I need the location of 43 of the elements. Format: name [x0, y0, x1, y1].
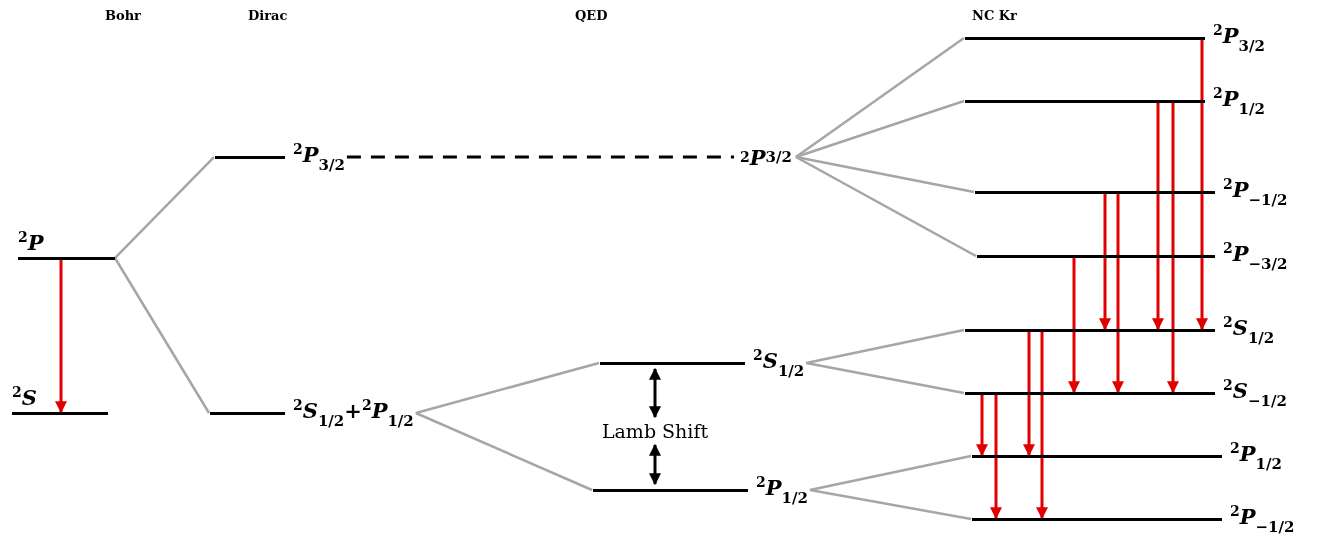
- column-heading: NC Kr: [972, 8, 1017, 23]
- double-arrow: [649, 367, 661, 419]
- connector-line: [114, 156, 215, 259]
- connector-line: [415, 411, 593, 492]
- connector-line: [415, 361, 600, 415]
- level-label: $^{2}$S$_{1/2}$: [753, 347, 805, 379]
- connector-line: [795, 155, 975, 194]
- transition-arrow: [1036, 331, 1048, 520]
- connector-line: [809, 488, 972, 521]
- transition-arrow: [55, 259, 67, 414]
- dashed-line: [346, 155, 734, 159]
- level-label: $^{2}$S$_{1/2}$: [1223, 314, 1275, 346]
- level-label: $^{2}$S$_{1/2}$+$^{2}$P$_{1/2}$: [293, 397, 414, 429]
- double-arrow: [649, 443, 661, 486]
- level-label: $^{2}$P: [18, 229, 44, 253]
- transition-arrow: [1152, 102, 1164, 331]
- level-label: $^{2}$P$_{1/2}$: [1213, 85, 1265, 117]
- level-label: $^{2}$P$_{−1/2}$: [1230, 503, 1295, 535]
- level-label: $^{2}$S$_{−1/2}$: [1223, 377, 1287, 409]
- connector-line: [809, 454, 972, 492]
- transition-arrow: [990, 394, 1002, 520]
- transition-arrow: [1099, 193, 1111, 331]
- transition-arrow: [1196, 39, 1208, 331]
- transition-arrow: [1023, 331, 1035, 457]
- level-label: $^{2}$P$_{−3/2}$: [1223, 240, 1288, 272]
- level-label: $^{2}$P$_{−1/2}$: [1223, 176, 1288, 208]
- level-label: $^{2}$P$_{1/2}$: [1230, 440, 1282, 472]
- connector-line: [795, 155, 977, 258]
- level-label: $^{2}$P$_{3/2}$: [293, 141, 345, 173]
- connector-line: [795, 99, 965, 159]
- level-label: $^{2}$P$_{3/2}$: [1213, 22, 1265, 54]
- transition-arrow: [1167, 102, 1179, 394]
- column-heading: Bohr: [105, 8, 141, 23]
- transition-arrow: [1112, 193, 1124, 394]
- connector-line: [113, 257, 211, 414]
- level-label: $^{2}$S: [12, 384, 37, 408]
- transition-arrow: [976, 394, 988, 457]
- transition-arrow: [1068, 257, 1080, 394]
- column-heading: Dirac: [248, 8, 288, 23]
- connector-line: [806, 328, 965, 365]
- column-heading: QED: [575, 8, 608, 23]
- connector-line: [806, 361, 965, 395]
- level-label: $^{2}$P$_{1/2}$: [756, 474, 808, 506]
